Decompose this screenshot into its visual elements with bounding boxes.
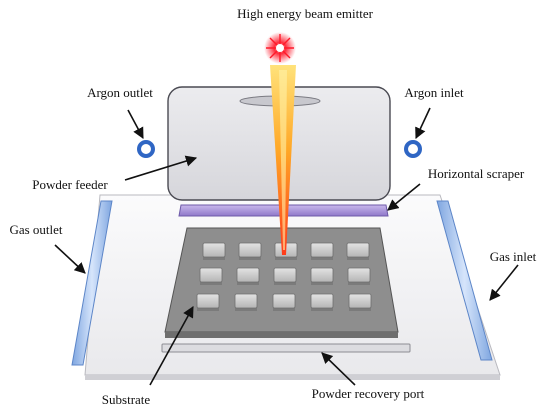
printed-part [202, 242, 226, 260]
gas-inlet-tube [436, 200, 493, 361]
printed-part [238, 242, 262, 260]
energy-beam-core [279, 70, 287, 250]
arrow-horizontal-scraper [387, 183, 421, 211]
arrow-powder-recovery [321, 352, 356, 386]
printed-part [234, 293, 258, 311]
printed-part [199, 267, 223, 285]
substrate-front-edge [165, 332, 398, 338]
argon-inlet-ring [404, 140, 422, 158]
arrow-gas-inlet [489, 264, 519, 301]
label-gas-outlet: Gas outlet [9, 222, 62, 237]
label-powder-recovery-port: Powder recovery port [312, 386, 425, 401]
powder-recovery-port [161, 343, 411, 353]
printed-part [273, 267, 297, 285]
printed-part [310, 242, 334, 260]
emitter-core [276, 44, 284, 52]
printed-part [347, 267, 371, 285]
printed-part [346, 242, 370, 260]
label-horizontal-scraper: Horizontal scraper [428, 166, 525, 181]
arrow-powder-feeder [124, 155, 198, 181]
label-substrate: Substrate [102, 392, 151, 407]
printed-parts-grid [196, 242, 372, 311]
printed-part [348, 293, 372, 311]
arrow-argon-inlet [415, 107, 431, 140]
printed-part [236, 267, 260, 285]
label-gas-inlet: Gas inlet [490, 249, 537, 264]
gas-outlet-tube [71, 200, 113, 366]
arrow-substrate [149, 306, 194, 386]
printed-part [196, 293, 220, 311]
argon-outlet-ring [137, 140, 155, 158]
label-argon-inlet: Argon inlet [404, 85, 464, 100]
printed-part [310, 267, 334, 285]
platform-front-edge [85, 375, 500, 380]
label-emitter: High energy beam emitter [237, 6, 374, 21]
leader-arrows [54, 107, 519, 386]
label-argon-outlet: Argon outlet [87, 85, 153, 100]
printed-part [310, 293, 334, 311]
printed-part [272, 293, 296, 311]
label-powder-feeder: Powder feeder [32, 177, 108, 192]
arrow-argon-outlet [127, 109, 144, 139]
arrow-gas-outlet [54, 244, 86, 274]
